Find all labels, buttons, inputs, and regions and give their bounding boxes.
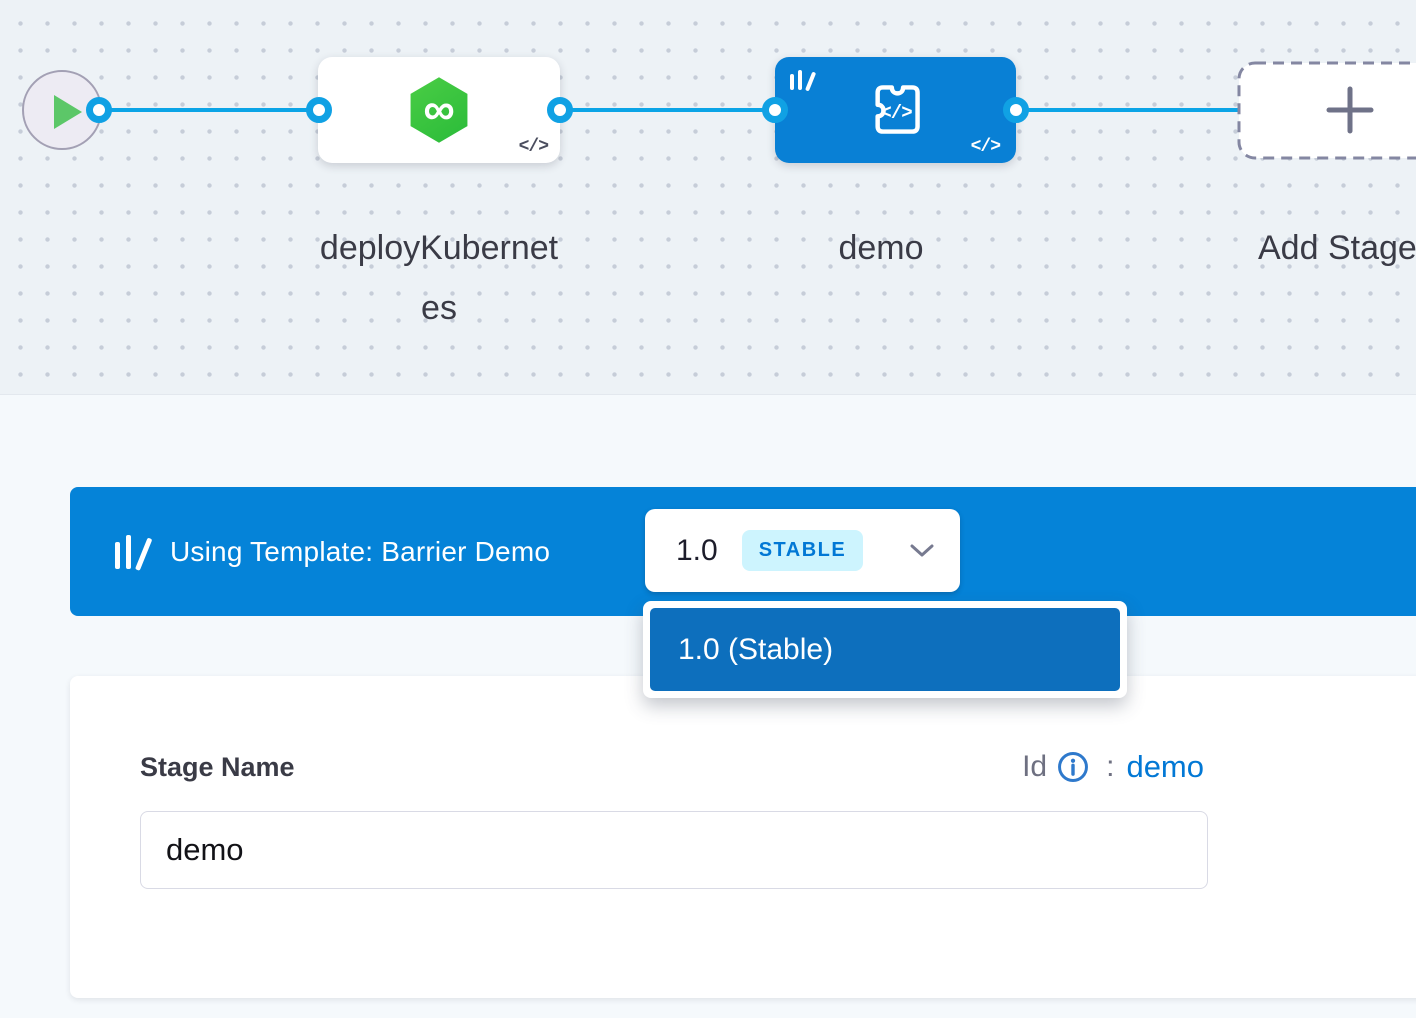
deploy-stage-icon <box>410 77 468 143</box>
id-colon: : <box>1106 750 1115 783</box>
template-version-value: 1.0 <box>676 533 718 567</box>
code-indicator-icon: </> <box>970 137 1001 157</box>
add-stage-button[interactable] <box>1237 61 1416 160</box>
edge-start-to-deploy <box>99 108 319 112</box>
port-demo-in[interactable] <box>762 97 788 123</box>
edge-demo-to-add <box>1016 108 1241 112</box>
edge-deploy-to-demo <box>560 108 775 112</box>
stage-overview-panel: Stage Name Id : demo <box>70 676 1416 998</box>
stage-node-deploykubernetes[interactable]: ∞ </> <box>318 57 560 163</box>
stage-id-row: Id : demo <box>1022 746 1204 788</box>
infinity-icon: ∞ <box>423 85 455 134</box>
port-deploy-out[interactable] <box>547 97 573 123</box>
stable-badge: STABLE <box>741 530 864 571</box>
template-version-select[interactable]: 1.0 STABLE <box>645 509 960 592</box>
stage-name-label: Stage Name <box>140 752 295 782</box>
plus-icon <box>1326 86 1374 134</box>
stage-label-deploykubernetes: deployKubernetes <box>319 229 559 327</box>
version-dropdown-menu: 1.0 (Stable) <box>643 601 1127 698</box>
id-label: Id <box>1022 750 1048 783</box>
code-indicator-icon: </> <box>518 137 549 157</box>
stage-label-demo: demo <box>838 229 924 267</box>
add-stage-label: Add Stage <box>1258 229 1416 267</box>
port-deploy-in[interactable] <box>306 97 332 123</box>
version-option-stable[interactable]: 1.0 (Stable) <box>650 608 1120 691</box>
port-demo-out[interactable] <box>1003 97 1029 123</box>
custom-stage-icon <box>875 85 920 134</box>
info-icon[interactable] <box>1056 750 1090 784</box>
stage-name-input[interactable] <box>140 811 1208 889</box>
play-icon <box>54 95 82 129</box>
chevron-down-icon <box>910 544 934 557</box>
stage-node-demo[interactable]: </> </> <box>775 57 1016 163</box>
port-start-out[interactable] <box>86 97 112 123</box>
using-template-banner: Using Template: Barrier Demo 1.0 STABLE <box>70 487 1416 616</box>
template-library-icon <box>115 534 153 571</box>
using-template-text: Using Template: Barrier Demo <box>170 535 551 567</box>
template-library-icon <box>790 70 817 92</box>
pipeline-canvas[interactable]: ∞ </> </> </> <box>0 0 1416 395</box>
stage-id-value[interactable]: demo <box>1126 749 1204 784</box>
